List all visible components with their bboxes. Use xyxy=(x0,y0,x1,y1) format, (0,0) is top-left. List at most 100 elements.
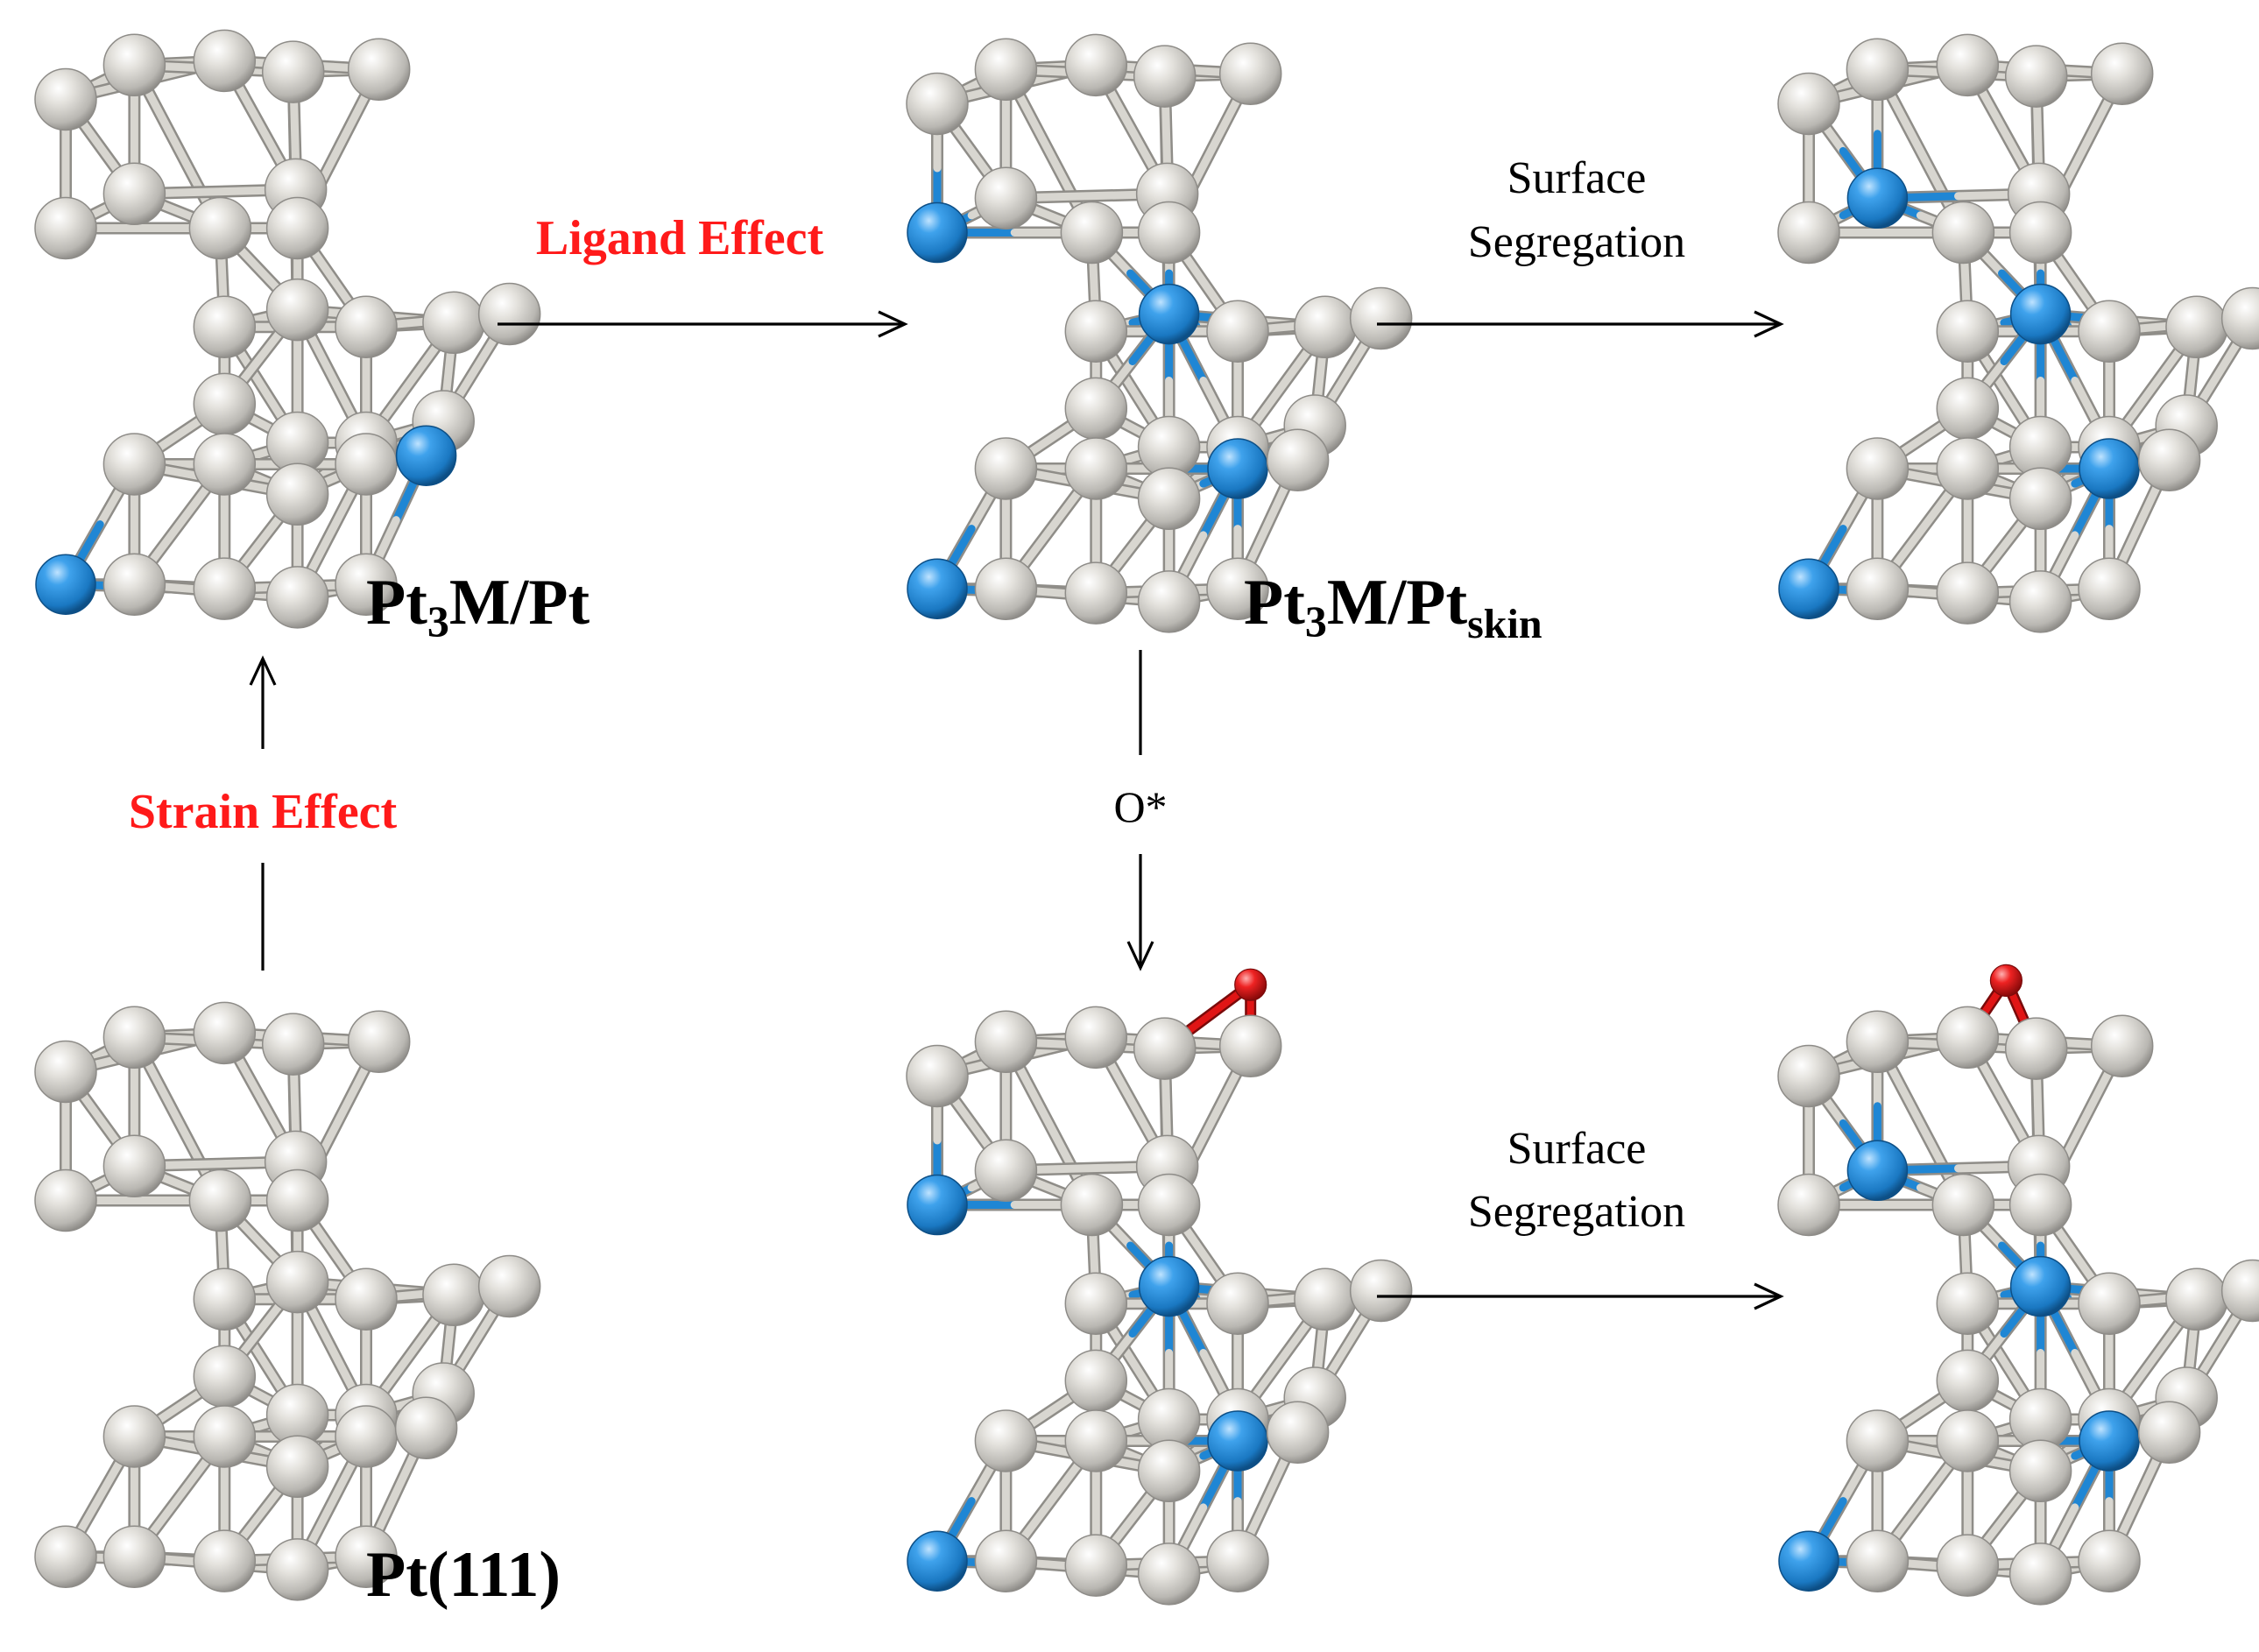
pt-atom xyxy=(2078,300,2141,363)
pt-atom xyxy=(102,433,166,496)
pt-atom xyxy=(2137,428,2201,491)
pt-atom xyxy=(193,29,257,93)
structure-segregated xyxy=(1777,33,2259,633)
pt-atom xyxy=(2008,1173,2072,1237)
pt3m-ptskin-caption-rest: M/Pt xyxy=(1327,567,1468,639)
pt-atom xyxy=(1137,1543,1201,1606)
structure-pt3m-ptskin xyxy=(906,33,1413,633)
pt-atom xyxy=(1777,1173,1840,1237)
pt-atom xyxy=(1064,33,1128,97)
pt-atom xyxy=(1294,295,1357,359)
pt-atom xyxy=(1133,45,1197,108)
pt-atom xyxy=(261,1013,325,1076)
pt-atom xyxy=(1936,1006,2000,1070)
pt-atom xyxy=(1936,300,2000,363)
pt-atom xyxy=(265,278,329,342)
segregation-label-top: Segregation xyxy=(1468,217,1685,267)
pt-atom xyxy=(1064,437,1128,500)
pt-atom xyxy=(1777,72,1840,136)
pt-atom xyxy=(974,437,1038,500)
pt-atom xyxy=(1064,1349,1128,1413)
pt-atom xyxy=(2078,1272,2141,1335)
labels-layer: Ligand Effect Strain Effect Surface Segr… xyxy=(129,153,1685,1611)
pt-atom xyxy=(2090,1014,2154,1077)
pt-atom xyxy=(2137,1401,2201,1464)
pt-atom xyxy=(422,1263,485,1327)
strain-effect-label: Strain Effect xyxy=(129,785,398,839)
pt-atom xyxy=(1846,1409,1910,1472)
pt-atom xyxy=(1060,201,1124,265)
pt-atom xyxy=(2078,1529,2141,1592)
pt-atom xyxy=(1349,286,1413,350)
pt-atom xyxy=(2165,295,2228,359)
pt-atom xyxy=(1846,557,1910,620)
m-atom xyxy=(1207,1410,1268,1472)
pt-atom xyxy=(34,1525,97,1588)
m-atom xyxy=(2079,438,2140,499)
pt-atom xyxy=(193,557,257,620)
pt-atom xyxy=(1936,561,2000,625)
pt-atom xyxy=(102,1525,166,1588)
m-atom xyxy=(2009,1255,2072,1317)
pt3m-pt-caption-sub: 3 xyxy=(427,597,449,646)
pt-atom xyxy=(34,1040,97,1104)
structure-ptskin-o xyxy=(906,968,1413,1606)
atoms xyxy=(906,1006,1413,1606)
pt-atom xyxy=(1218,42,1282,105)
pt-atom xyxy=(1777,1044,1840,1108)
arrows-layer xyxy=(249,310,1784,1310)
pt-atom xyxy=(1064,1409,1128,1472)
pt-atom xyxy=(1064,300,1128,363)
pt-atom xyxy=(102,162,166,226)
pt-atom xyxy=(2090,42,2154,105)
pt3m-ptskin-caption-main: Pt xyxy=(1244,567,1305,639)
pt-atom xyxy=(1206,1272,1269,1335)
pt-atom xyxy=(193,1267,257,1331)
pt-atom xyxy=(265,566,329,629)
pt-atom xyxy=(265,1250,329,1314)
m-atom xyxy=(1778,558,1839,619)
pt-atom xyxy=(1137,467,1201,531)
pt-atom xyxy=(974,557,1038,620)
m-atom xyxy=(907,558,968,619)
pt-atom xyxy=(102,33,166,97)
pt-atom xyxy=(1133,1017,1197,1080)
m-atom xyxy=(2079,1410,2140,1472)
pt-atom xyxy=(1846,1529,1910,1592)
pt-atom xyxy=(1294,1267,1357,1331)
pt-atom xyxy=(102,1134,166,1198)
pt-atom xyxy=(2008,467,2072,531)
pt-atom xyxy=(193,1345,257,1408)
structure-segregated-o xyxy=(1777,964,2259,1606)
pt-atom xyxy=(1266,1401,1330,1464)
pt-atom xyxy=(1936,1349,2000,1413)
pt-atom xyxy=(1936,377,2000,441)
pt-atom xyxy=(2004,1017,2068,1080)
pt-atom xyxy=(1777,201,1840,265)
pt-atom xyxy=(347,38,411,101)
m-atom xyxy=(395,425,457,486)
pt-atom xyxy=(1936,437,2000,500)
pt3m-ptskin-caption-sub2: skin xyxy=(1467,601,1542,647)
pt-atom xyxy=(1137,201,1201,265)
pt-atom xyxy=(1931,1173,1995,1237)
atoms xyxy=(1777,1006,2259,1606)
surface-label-bottom: Surface xyxy=(1507,1124,1647,1174)
pt-atom xyxy=(1349,1259,1413,1323)
pt-atom xyxy=(1064,377,1128,441)
pt-atom xyxy=(974,166,1038,230)
pt-atom xyxy=(335,553,398,616)
pt-atom xyxy=(974,1139,1038,1203)
pt-atom xyxy=(1846,1010,1910,1074)
pt-atom xyxy=(265,462,329,526)
pt-atom xyxy=(2078,557,2141,620)
pt-atom xyxy=(335,1525,398,1588)
structures-layer xyxy=(34,29,2259,1606)
pt-atom xyxy=(193,295,257,358)
pt-atom xyxy=(974,1010,1038,1074)
pt-atom xyxy=(261,40,325,103)
pt-atom xyxy=(335,1405,398,1468)
pt-atom xyxy=(188,196,252,260)
m-atom xyxy=(35,554,96,615)
